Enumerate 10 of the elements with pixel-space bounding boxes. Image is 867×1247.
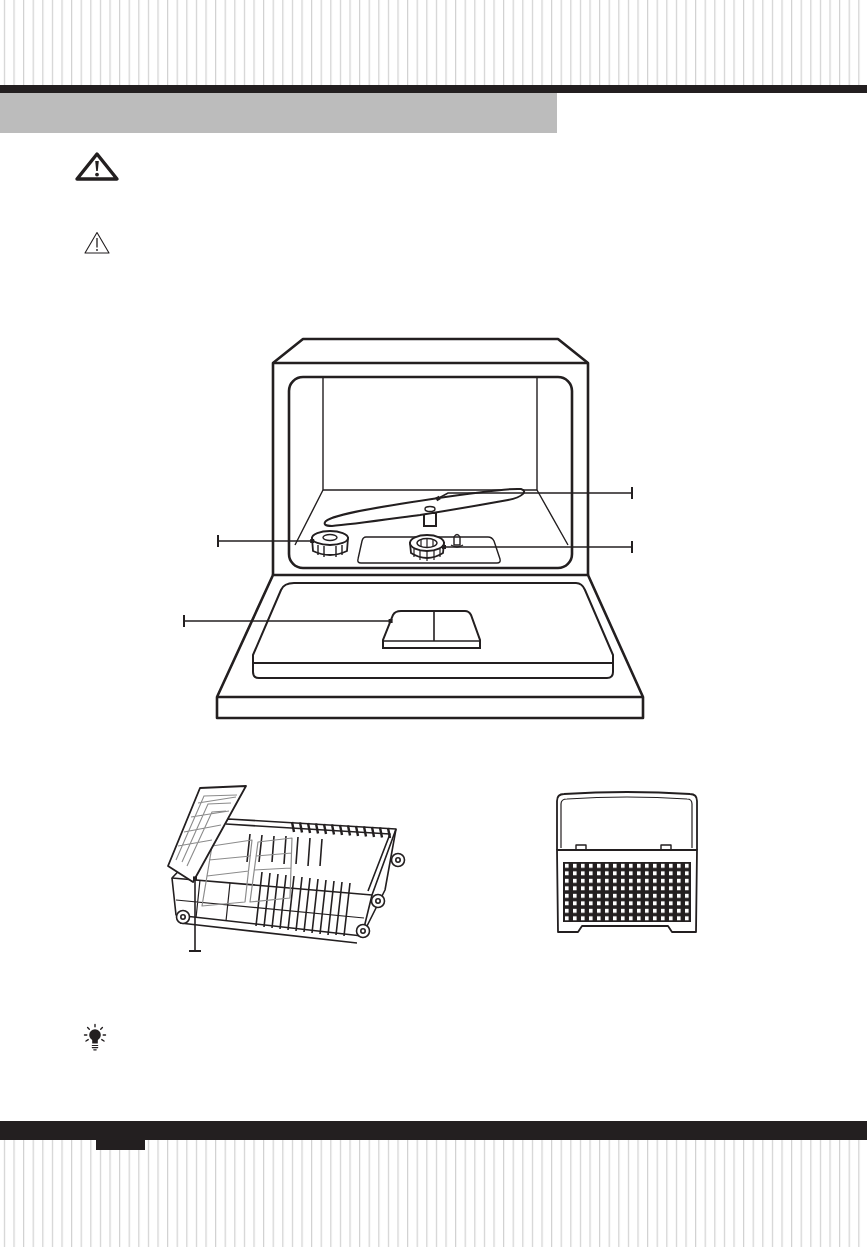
leader-line: [183, 615, 393, 627]
detergent-dispenser: [382, 610, 481, 649]
leader-line: [189, 876, 201, 952]
cup-shelf: [167, 785, 247, 883]
leader-line: [442, 541, 633, 553]
salt-container-cap: [311, 530, 349, 558]
filter: [409, 534, 445, 562]
leader-line: [435, 487, 633, 502]
spray-arm: [323, 487, 526, 527]
leader-line: [217, 535, 315, 547]
